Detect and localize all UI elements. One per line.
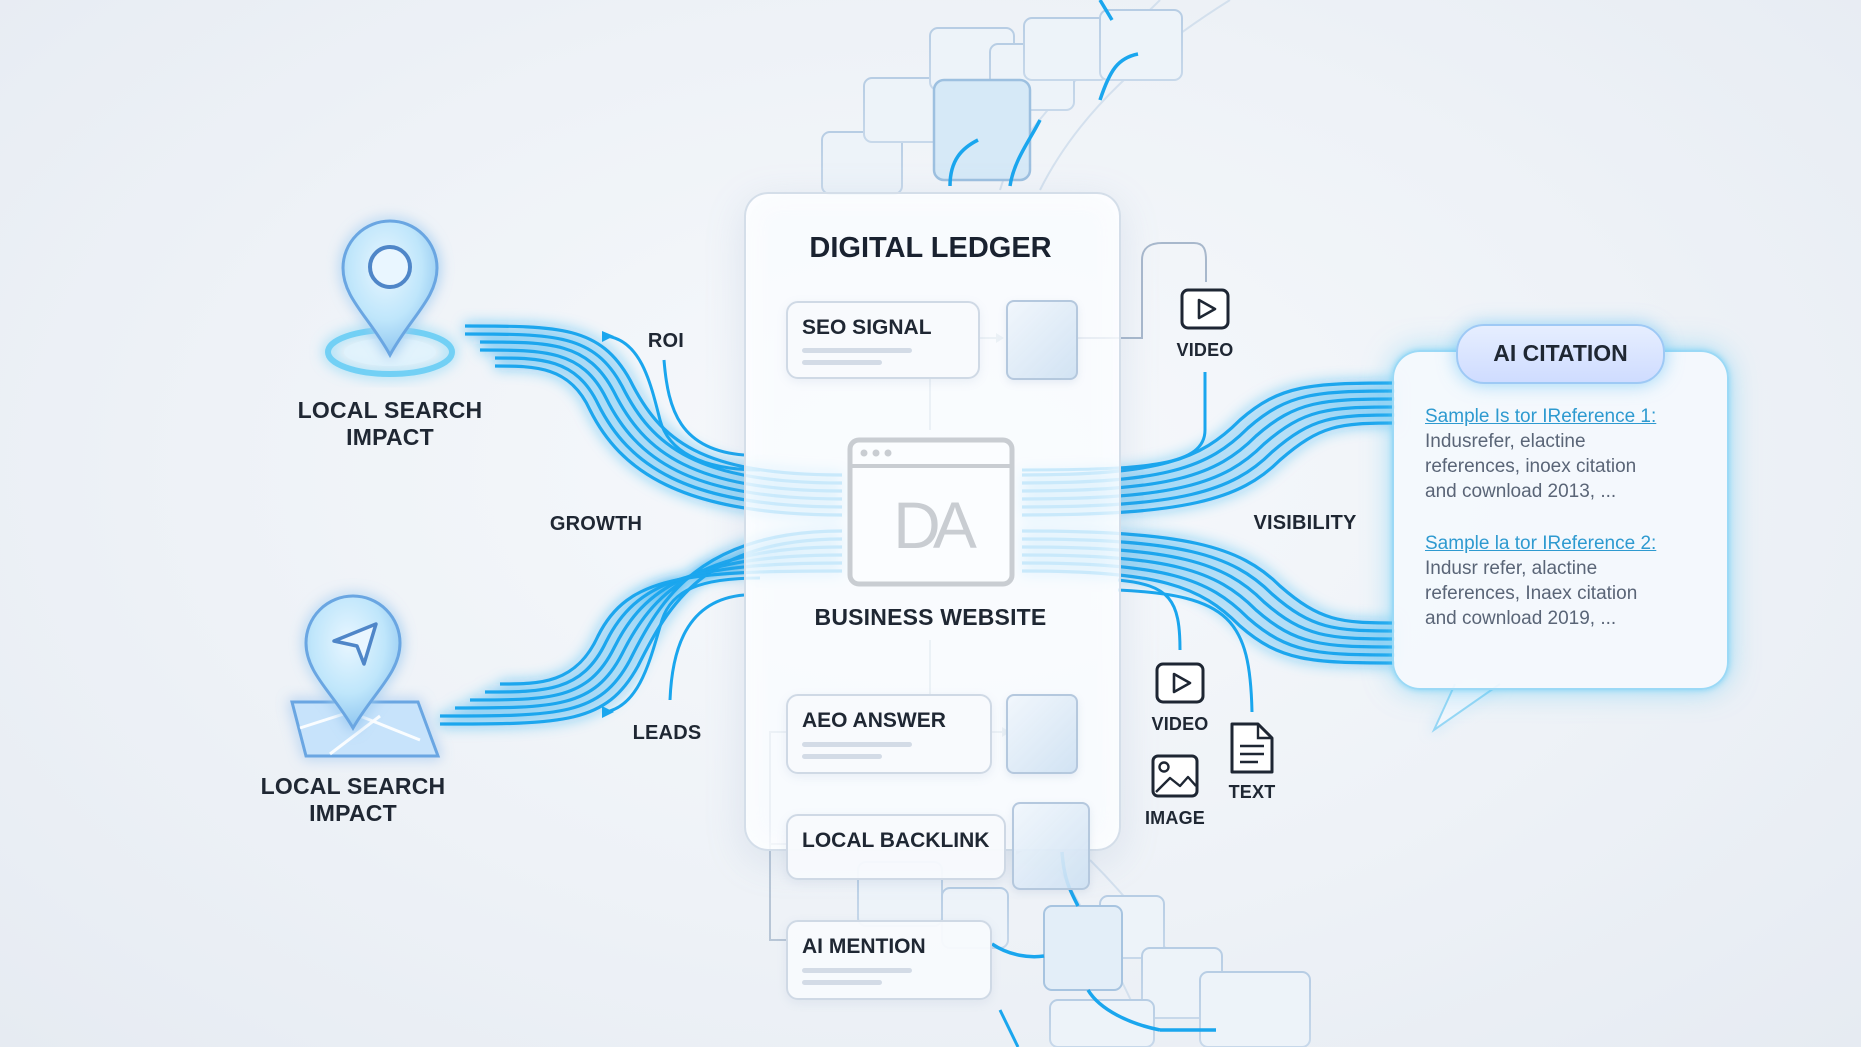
play-video-icon xyxy=(1180,288,1230,330)
roi-label: ROI xyxy=(647,330,685,352)
seo-signal-card[interactable]: SEO SIGNAL xyxy=(786,301,980,379)
seo-signal-label: SEO SIGNAL xyxy=(802,316,932,339)
aeo-answer-card[interactable]: AEO ANSWER xyxy=(786,694,992,774)
ai-mention-card[interactable]: AI MENTION xyxy=(786,920,992,1000)
ai-citation-title: AI CITATION xyxy=(1456,324,1665,384)
left-top-flow-bundle xyxy=(464,324,843,517)
business-website-label: BUSINESS WEBSITE xyxy=(814,604,1047,630)
right-bottom-flow-bundle xyxy=(1021,529,1396,665)
location-pin-icon xyxy=(325,219,455,377)
ai-mention-label: AI MENTION xyxy=(802,935,926,958)
ai-bubble-tail xyxy=(1431,683,1501,733)
roi-branch xyxy=(602,331,761,472)
local-backlink-label: LOCAL BACKLINK xyxy=(802,829,990,852)
aeo-answer-cube xyxy=(1006,694,1078,774)
local-search-impact-bottom-label: LOCAL SEARCH IMPACT xyxy=(260,773,446,826)
reference-1-link[interactable]: Sample Is tor IReference 1: xyxy=(1425,406,1657,427)
ai-citation-bubble xyxy=(1392,350,1729,690)
top-cube-chain xyxy=(821,0,1183,195)
local-backlink-card[interactable]: LOCAL BACKLINK xyxy=(786,814,1006,880)
reference-2-link[interactable]: Sample la tor IReference 2: xyxy=(1425,533,1657,554)
video-top-label: VIDEO xyxy=(1176,340,1234,360)
reference-1: Sample Is tor IReference 1: Indusrefer, … xyxy=(1425,404,1715,504)
ledger-title: DIGITAL LEDGER xyxy=(809,232,1052,264)
visibility-label: VISIBILITY xyxy=(1253,512,1357,534)
local-search-impact-top-label: LOCAL SEARCH IMPACT xyxy=(297,397,483,450)
text-label: TEXT xyxy=(1228,782,1276,802)
video-top-connector xyxy=(1076,242,1207,339)
text-document-icon xyxy=(1230,722,1274,774)
reference-2: Sample la tor IReference 2: Indusr refer… xyxy=(1425,531,1715,631)
play-video-icon xyxy=(1155,662,1205,704)
leads-branch xyxy=(602,576,761,718)
leads-label: LEADS xyxy=(632,722,702,744)
navigation-pin-icon xyxy=(290,594,441,758)
seo-signal-cube xyxy=(1006,300,1078,380)
image-label: IMAGE xyxy=(1144,808,1205,828)
image-icon xyxy=(1151,754,1199,798)
left-bottom-flow-bundle xyxy=(439,529,843,726)
video-bottom-label: VIDEO xyxy=(1151,714,1209,734)
growth-label: GROWTH xyxy=(549,513,643,535)
local-backlink-cube xyxy=(1012,802,1090,890)
aeo-answer-label: AEO ANSWER xyxy=(802,709,946,732)
